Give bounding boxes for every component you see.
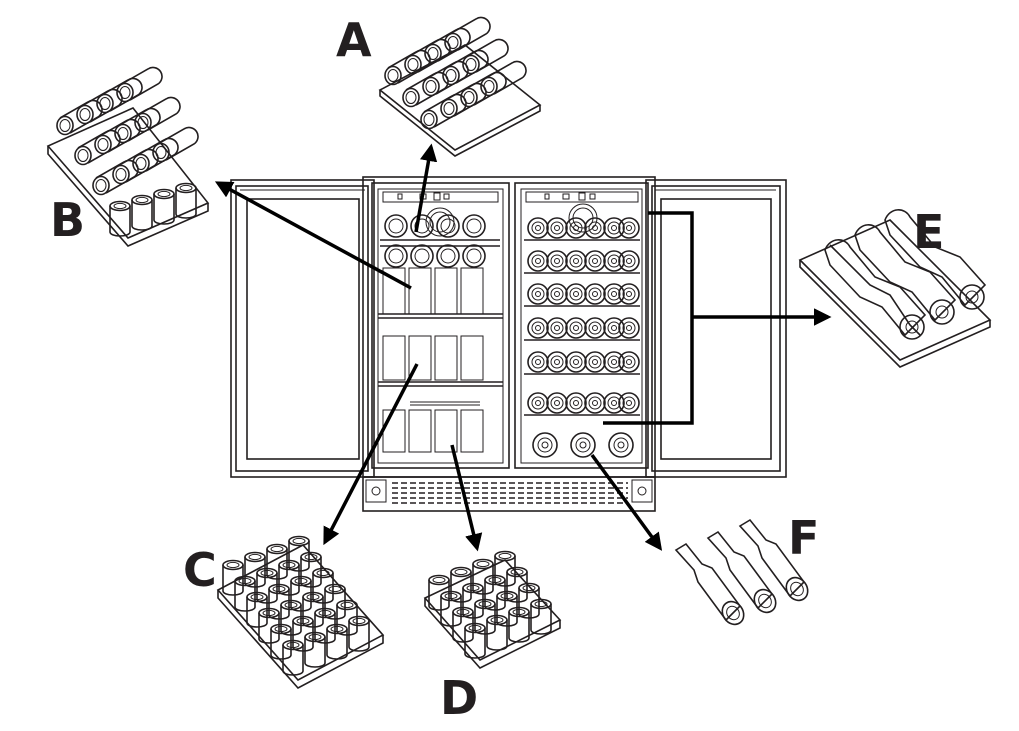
label-d: D (440, 671, 478, 725)
shelf-d-illustration (423, 550, 562, 669)
right-wine-shelves (524, 217, 640, 458)
left-door (230, 179, 375, 478)
left-upright-cans-1 (378, 267, 503, 319)
shelf-b-illustration (46, 66, 210, 247)
control-panel-left (382, 191, 499, 203)
arrows (214, 143, 832, 552)
arrow-to-b (214, 181, 412, 290)
cooler-unit (230, 176, 787, 512)
arrow-to-d (450, 444, 483, 552)
arrow-to-f (590, 453, 663, 551)
label-c: C (183, 543, 217, 597)
label-f: F (788, 511, 819, 565)
label-a: A (336, 13, 372, 67)
base-grille (362, 476, 656, 512)
left-top-shelf (380, 214, 500, 268)
control-panel-right (525, 191, 639, 203)
label-b: B (50, 193, 85, 247)
shelf-c-illustration (216, 535, 385, 690)
left-upright-cans-2 (378, 335, 503, 387)
left-upright-cans-3 (382, 401, 484, 453)
shelf-a-illustration (378, 16, 542, 157)
arrow-to-c (323, 363, 419, 546)
shelf-e-illustration (798, 209, 992, 368)
label-e: E (913, 205, 944, 259)
right-door (645, 179, 787, 478)
arrow-to-a (414, 143, 438, 233)
shelf-f-illustration (674, 518, 809, 626)
